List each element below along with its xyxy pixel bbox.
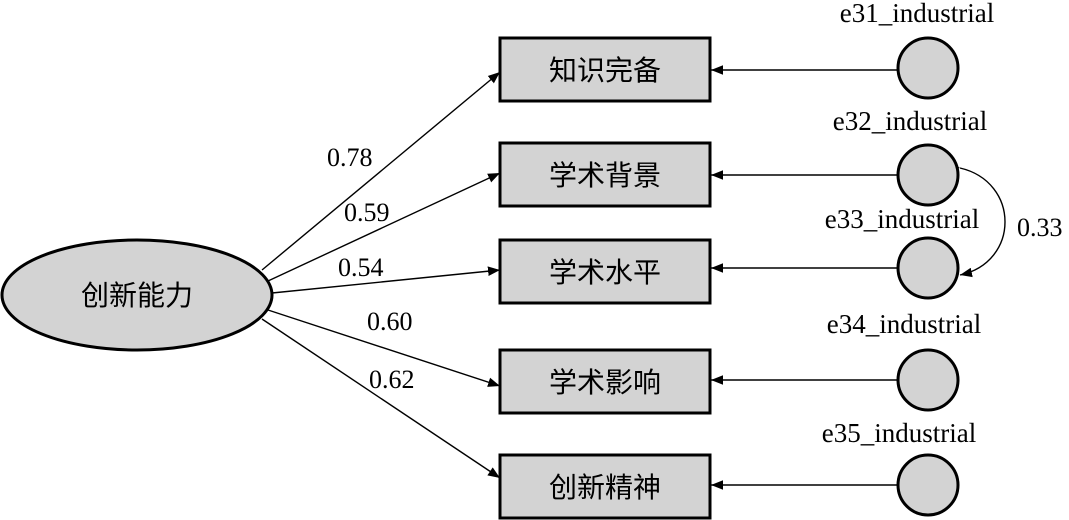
indicator-label: 知识完备	[549, 54, 661, 87]
indicator-label: 学术影响	[549, 366, 661, 399]
indicator-label: 创新精神	[549, 471, 661, 504]
error-label: e34_industrial	[827, 309, 981, 339]
path-to-indicator-1	[261, 71, 501, 271]
loading-paths	[261, 71, 501, 479]
indicator-label: 学术水平	[549, 256, 661, 289]
error-circle	[896, 236, 960, 300]
loading-value-2: 0.59	[344, 198, 390, 227]
loading-value-5: 0.62	[369, 365, 415, 394]
indicator-1: 知识完备	[498, 36, 712, 103]
indicator-box	[498, 348, 712, 415]
covariance-value: 0.33	[1017, 213, 1063, 242]
error-term-4: e34_industrial	[827, 309, 981, 412]
indicator-5: 创新精神	[498, 453, 712, 520]
indicator-box	[498, 141, 712, 208]
indicator-4: 学术影响	[498, 348, 712, 415]
indicator-label: 学术背景	[549, 159, 661, 192]
error-label: e31_industrial	[840, 0, 994, 28]
error-circle	[896, 36, 960, 100]
indicator-3: 学术水平	[498, 238, 712, 305]
error-label: e32_industrial	[833, 106, 987, 136]
error-label: e35_industrial	[822, 418, 976, 448]
indicator-box	[498, 453, 712, 520]
loading-value-4: 0.60	[367, 307, 413, 336]
covariance-curve	[947, 160, 1006, 278]
error-paths	[711, 65, 897, 490]
path-to-indicator-5	[261, 318, 501, 479]
error-circle	[896, 143, 960, 207]
loading-value-1: 0.78	[327, 143, 373, 172]
error-circle	[896, 348, 960, 412]
error-term-3: e33_industrial	[825, 204, 979, 300]
indicator-box	[498, 238, 712, 305]
error-circle	[896, 453, 960, 517]
error-term-2: e32_industrial	[833, 106, 987, 207]
latent-variable: 创新能力	[0, 238, 274, 352]
error-term-5: e35_industrial	[822, 418, 976, 517]
error-label: e33_industrial	[825, 204, 979, 234]
indicator-2: 学术背景	[498, 141, 712, 208]
latent-label: 创新能力	[81, 279, 193, 312]
indicator-box	[498, 36, 712, 103]
error-term-1: e31_industrial	[840, 0, 994, 100]
latent-ellipse	[0, 238, 274, 352]
path-to-indicator-2	[267, 172, 501, 282]
loading-value-3: 0.54	[338, 253, 384, 282]
path-to-indicator-3	[271, 266, 501, 294]
path-to-indicator-4	[267, 309, 501, 387]
